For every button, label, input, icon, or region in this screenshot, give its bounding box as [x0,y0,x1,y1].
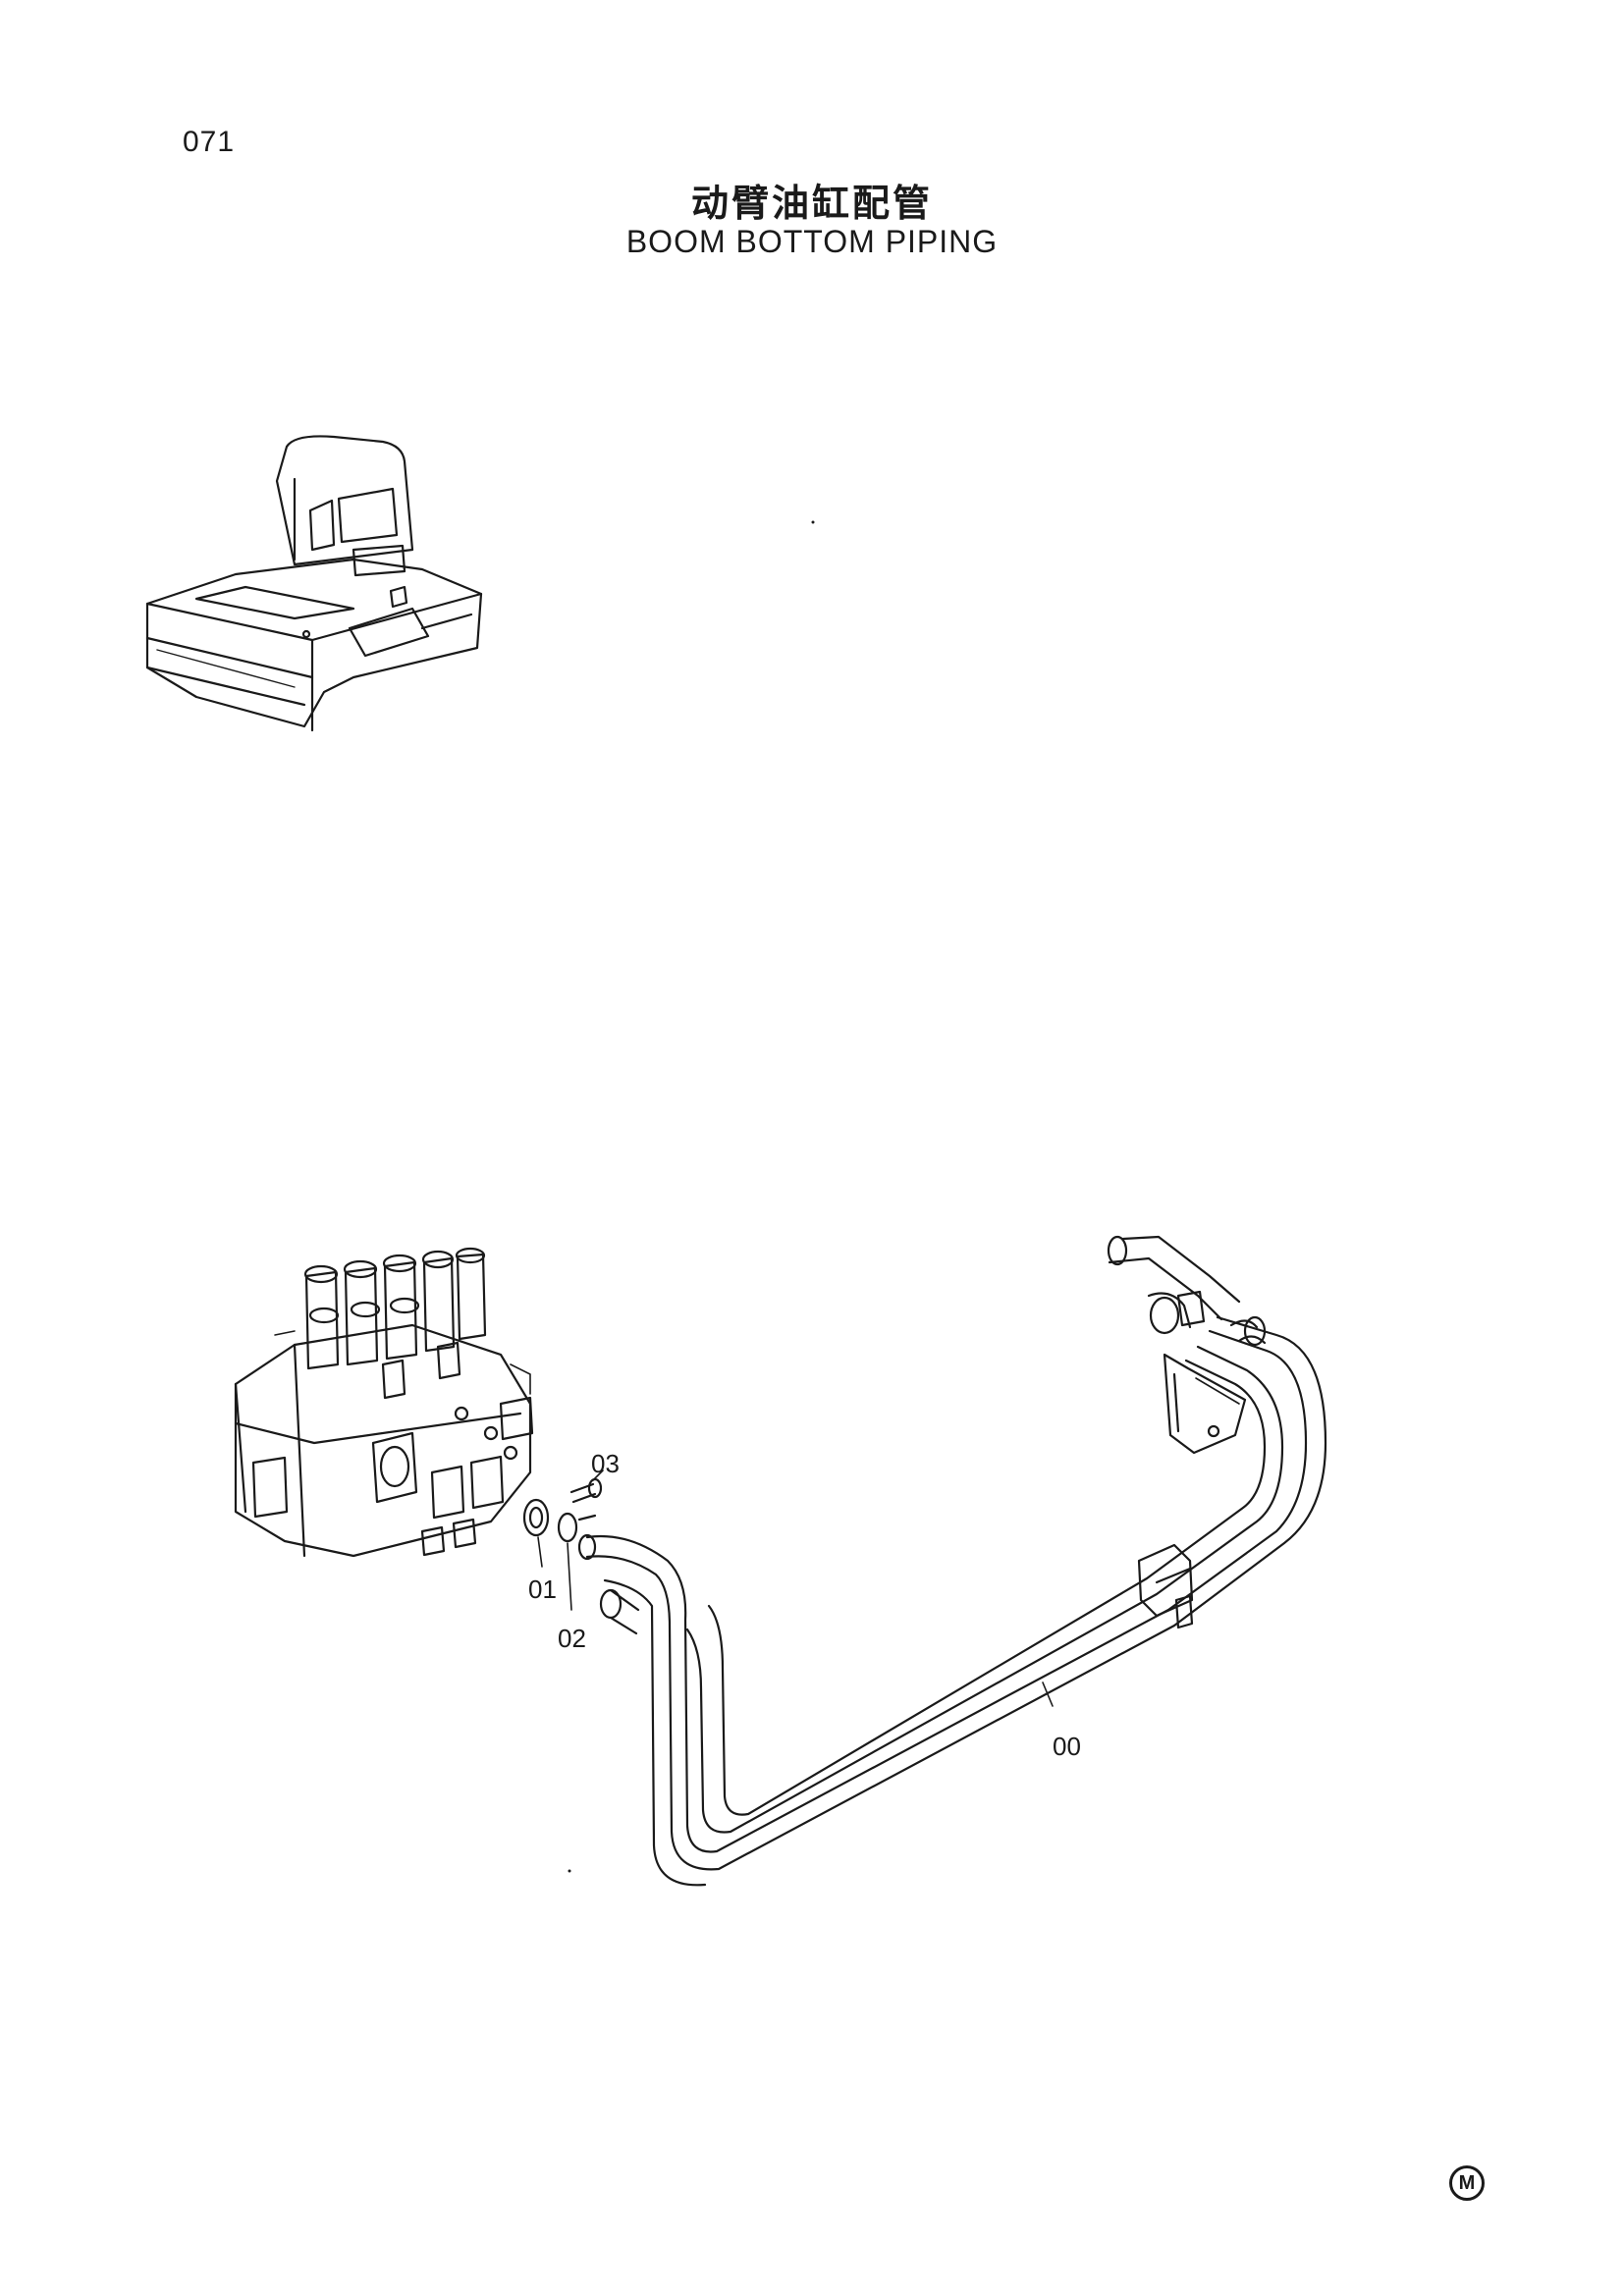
page-number: 071 [183,126,236,158]
port-flange-fittings [522,1477,603,1543]
leader-02 [567,1542,572,1611]
page-title-chinese: 动臂油缸配管 [690,182,933,225]
leader-00 [1042,1682,1054,1707]
control-valve-assembly [234,1247,534,1558]
page-title-english: BOOM BOTTOM PIPING [625,224,999,259]
m-mark-symbol: M [1449,2165,1485,2201]
boom-bottom-pipe [577,1235,1327,1887]
callout-02: 02 [558,1624,586,1653]
leader-03 [592,1469,604,1481]
leader-01 [537,1536,543,1568]
callout-00: 00 [1053,1732,1081,1761]
callout-labels: 03 01 02 00 [528,1449,1081,1761]
callout-leaders [537,1469,1054,1707]
callout-01: 01 [528,1575,557,1604]
callout-03: 03 [591,1449,620,1478]
excavator-locator-icon [145,435,483,732]
scan-dots [568,520,815,1873]
